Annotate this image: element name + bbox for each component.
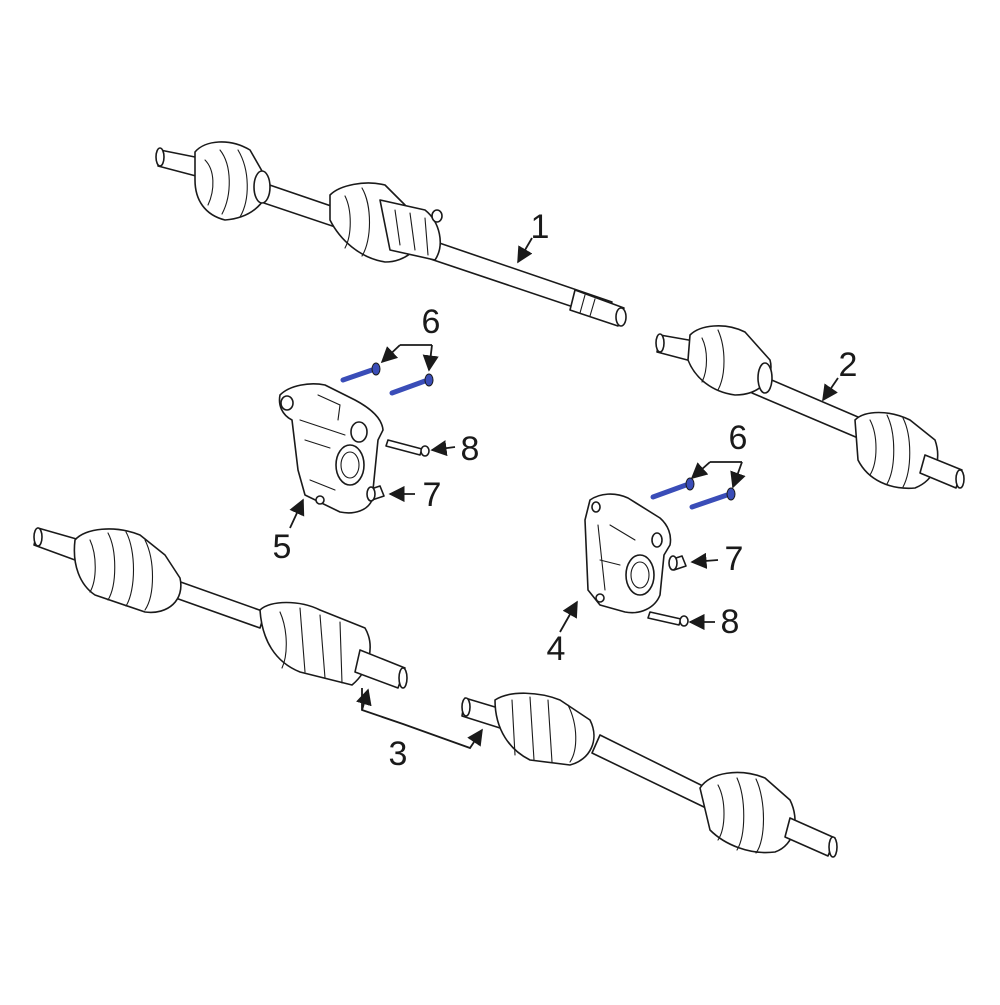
callout-8b: 8 (721, 603, 740, 641)
stud-8-icon[interactable] (385, 439, 689, 627)
callout-6a: 6 (422, 303, 441, 341)
callout-7b: 7 (725, 540, 744, 578)
axle-shaft-3b-icon[interactable] (461, 692, 838, 858)
callout-6b: 6 (729, 419, 748, 457)
axle-shaft-1-icon[interactable] (155, 141, 627, 327)
callout-7a: 7 (423, 476, 442, 514)
callout-labels: 1 2 3 4 5 6 6 7 7 8 8 (273, 208, 858, 773)
callout-3: 3 (389, 735, 408, 773)
bolt-7-icon[interactable] (366, 485, 687, 571)
leader-lines (289, 237, 839, 750)
bolt-6-icon[interactable] (340, 362, 736, 510)
callout-4: 4 (547, 630, 566, 668)
callout-5: 5 (273, 528, 292, 566)
axle-shaft-2-icon[interactable] (655, 325, 965, 490)
bracket-4-icon[interactable] (584, 493, 672, 614)
callout-8a: 8 (461, 430, 480, 468)
callout-1: 1 (531, 208, 550, 246)
bracket-5-icon[interactable] (278, 383, 384, 514)
axle-shaft-3-icon[interactable] (33, 527, 408, 689)
callout-2: 2 (839, 346, 858, 384)
